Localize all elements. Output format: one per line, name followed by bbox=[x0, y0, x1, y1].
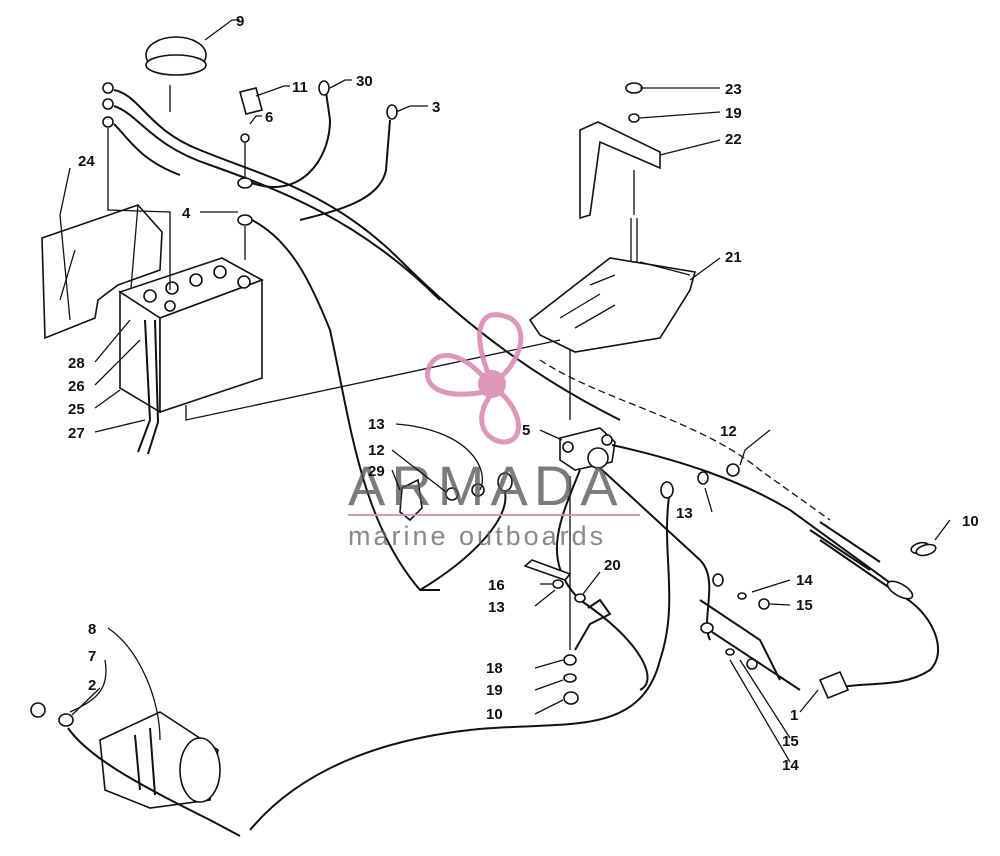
fuse-band bbox=[145, 36, 207, 112]
callout-29: 29 bbox=[368, 463, 385, 480]
leader-lines bbox=[59, 19, 951, 763]
bracket bbox=[579, 82, 661, 320]
callouts: 9 11 30 6 3 24 4 28 26 25 27 23 19 22 21… bbox=[68, 13, 979, 774]
watermark-tagline: marine outboards bbox=[348, 521, 606, 551]
callout-22: 22 bbox=[725, 131, 742, 148]
callout-3: 3 bbox=[432, 99, 440, 116]
hardware-left bbox=[399, 463, 740, 591]
terminal-parts bbox=[237, 80, 440, 591]
callout-19-top: 19 bbox=[725, 105, 742, 122]
callout-23: 23 bbox=[725, 81, 742, 98]
callout-12-a: 12 bbox=[368, 442, 385, 459]
callout-28: 28 bbox=[68, 355, 85, 372]
callout-26: 26 bbox=[68, 378, 85, 395]
callout-2: 2 bbox=[88, 677, 96, 694]
lower-hardware bbox=[523, 476, 612, 705]
callout-30: 30 bbox=[356, 73, 373, 90]
solenoid bbox=[559, 427, 616, 471]
watermark: ARMADA marine outboards bbox=[348, 312, 640, 551]
callout-14-a: 14 bbox=[796, 572, 813, 589]
callout-5: 5 bbox=[522, 422, 530, 439]
callout-6: 6 bbox=[265, 109, 273, 126]
callout-4: 4 bbox=[182, 205, 191, 222]
battery-cover bbox=[41, 204, 163, 340]
harness bbox=[809, 521, 930, 700]
callout-8: 8 bbox=[88, 621, 96, 638]
callout-18: 18 bbox=[486, 660, 503, 677]
vent-tube bbox=[137, 319, 160, 455]
callout-13-c: 13 bbox=[488, 599, 505, 616]
propeller-logo bbox=[425, 312, 524, 445]
callout-12-b: 12 bbox=[720, 423, 737, 440]
callout-11: 11 bbox=[292, 79, 308, 96]
callout-13-b: 13 bbox=[676, 505, 693, 522]
starter-motor bbox=[30, 702, 241, 837]
callout-20: 20 bbox=[604, 557, 621, 574]
callout-16: 16 bbox=[488, 577, 505, 594]
callout-13-a: 13 bbox=[368, 416, 385, 433]
callout-9: 9 bbox=[236, 13, 244, 30]
callout-7: 7 bbox=[88, 648, 96, 665]
callout-15-a: 15 bbox=[796, 597, 813, 614]
callout-21: 21 bbox=[725, 249, 742, 266]
callout-14-b: 14 bbox=[782, 757, 799, 774]
callout-10-top: 10 bbox=[962, 513, 979, 530]
callout-19-bottom: 19 bbox=[486, 682, 503, 699]
callout-27: 27 bbox=[68, 425, 85, 442]
callout-25: 25 bbox=[68, 401, 85, 418]
callout-10-bottom: 10 bbox=[486, 706, 503, 723]
battery bbox=[118, 257, 264, 414]
battery-cables bbox=[102, 82, 621, 421]
callout-1: 1 bbox=[790, 707, 798, 724]
callout-15-b: 15 bbox=[782, 733, 799, 750]
right-hardware bbox=[699, 543, 937, 691]
callout-24: 24 bbox=[78, 153, 95, 170]
mounting-plate bbox=[528, 257, 697, 420]
watermark-brand: ARMADA bbox=[348, 454, 624, 517]
